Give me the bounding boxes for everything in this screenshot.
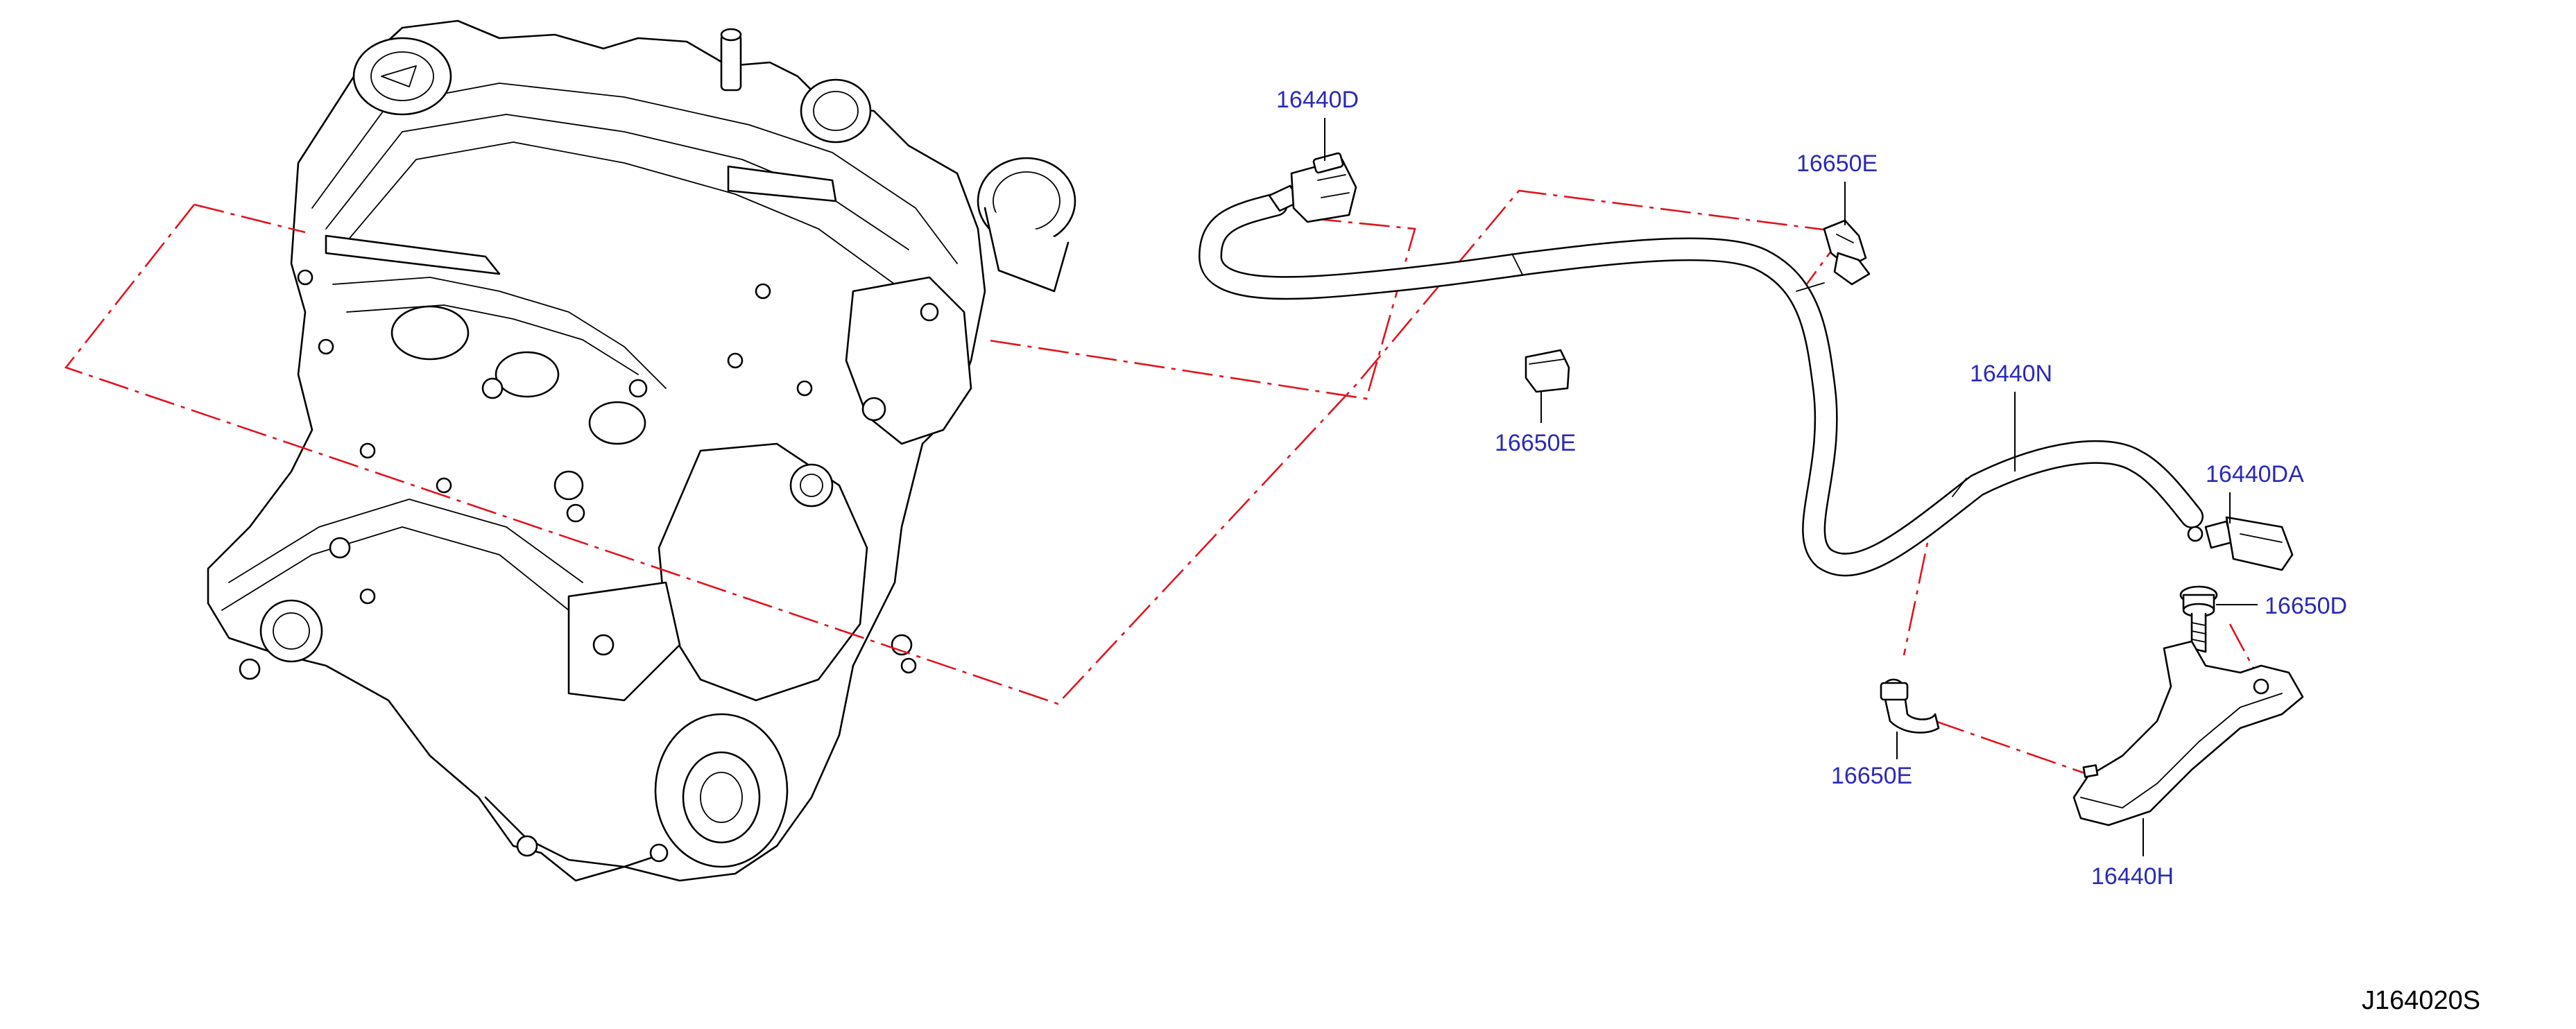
- label-16440da: 16440DA: [2206, 461, 2304, 487]
- phantom-line-hose-loop: [984, 217, 1416, 400]
- clamp-16650e-low-part: [1880, 678, 1940, 734]
- clamp-16650e-top-part: [1823, 219, 1871, 286]
- drawing-id: J164020S: [2362, 986, 2480, 1015]
- label-16650e-low: 16650E: [1831, 763, 1912, 789]
- bolt-16650d-part: [2179, 585, 2218, 653]
- engine-assembly: [207, 19, 1076, 882]
- label-16440n: 16440N: [1970, 361, 2052, 387]
- clamp-16650e-mid-part: [1525, 349, 1570, 393]
- part-labels: 16440D 16650E 16650E 16440N 16440DA 1665…: [1276, 87, 2480, 1015]
- leader-lines: [1324, 118, 2258, 856]
- label-16440d: 16440D: [1276, 87, 1359, 113]
- phantom-line-bracket: [1934, 720, 2095, 778]
- connector-16440da-part: [2187, 516, 2294, 571]
- phantom-line-bolt: [2229, 623, 2259, 677]
- phantom-line-engine-frame: [194, 203, 306, 234]
- phantom-line-engine-left: [64, 189, 1846, 705]
- label-16650e-mid: 16650E: [1495, 430, 1576, 456]
- bracket-16440h-part: [2072, 640, 2304, 827]
- label-16440h: 16440H: [2091, 863, 2174, 890]
- connector-16440d-part: [1268, 152, 1357, 223]
- blow-by-hose: [1199, 193, 2204, 577]
- label-16650e-top: 16650E: [1796, 150, 1878, 177]
- label-16650d: 16650D: [2265, 593, 2347, 619]
